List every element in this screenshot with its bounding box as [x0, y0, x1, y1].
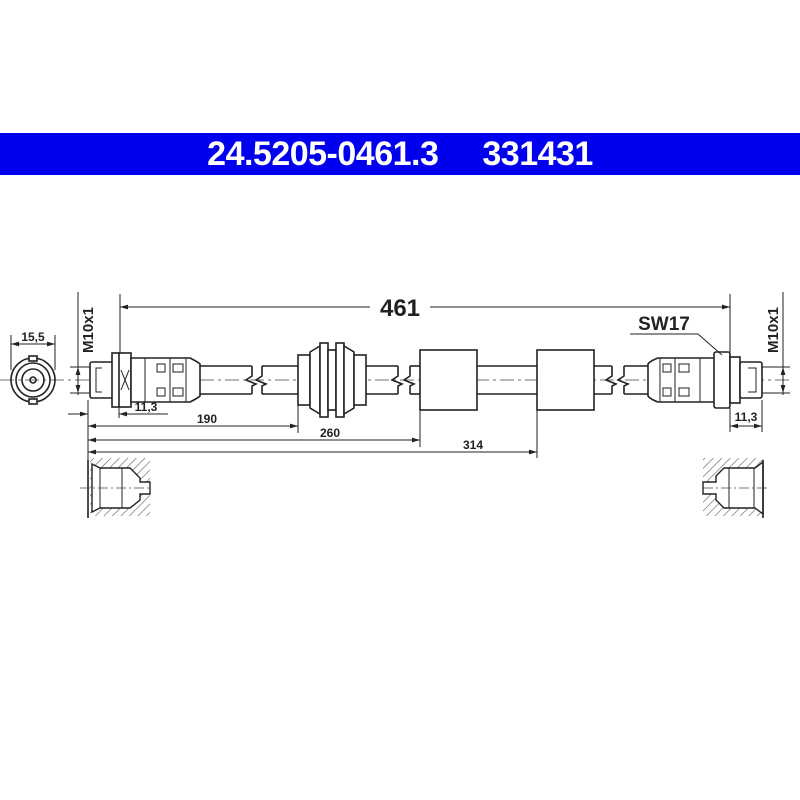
dim-190-label: 190	[197, 412, 217, 426]
right-fitting-length-label: 11,3	[735, 410, 758, 424]
dim-260	[88, 410, 421, 447]
total-length-label: 461	[380, 295, 420, 322]
end-view-diameter-label: 15,5	[21, 330, 45, 344]
right-fitting-length-dimension	[729, 400, 763, 432]
part-number: 24.5205-0461.3	[207, 134, 439, 173]
wrench-size-label: SW17	[638, 314, 690, 335]
left-fitting-length-label: 11,3	[135, 400, 158, 414]
header-banner: 24.5205-0461.3 331431	[0, 133, 800, 175]
article-number: 331431	[482, 134, 593, 173]
right-fitting	[647, 351, 763, 409]
right-thread-dimension	[762, 292, 790, 395]
hose	[200, 365, 648, 395]
total-length-dimension	[119, 294, 731, 353]
protective-sleeve	[297, 342, 367, 418]
right-thread-label: M10x1	[765, 307, 782, 353]
dim-314	[88, 410, 538, 458]
left-fitting	[89, 352, 201, 408]
wrench-size-leader	[630, 333, 723, 356]
hose-clamp-block-2	[536, 349, 595, 411]
left-thread-dimension	[70, 292, 90, 395]
right-port-section	[702, 458, 770, 518]
end-view	[10, 335, 56, 405]
hose-clamp-block-1	[419, 349, 478, 411]
dim-260-label: 260	[320, 426, 340, 440]
dim-190	[88, 405, 299, 433]
left-thread-label: M10x1	[80, 307, 97, 353]
dim-314-label: 314	[463, 438, 483, 452]
left-port-section	[80, 458, 151, 518]
